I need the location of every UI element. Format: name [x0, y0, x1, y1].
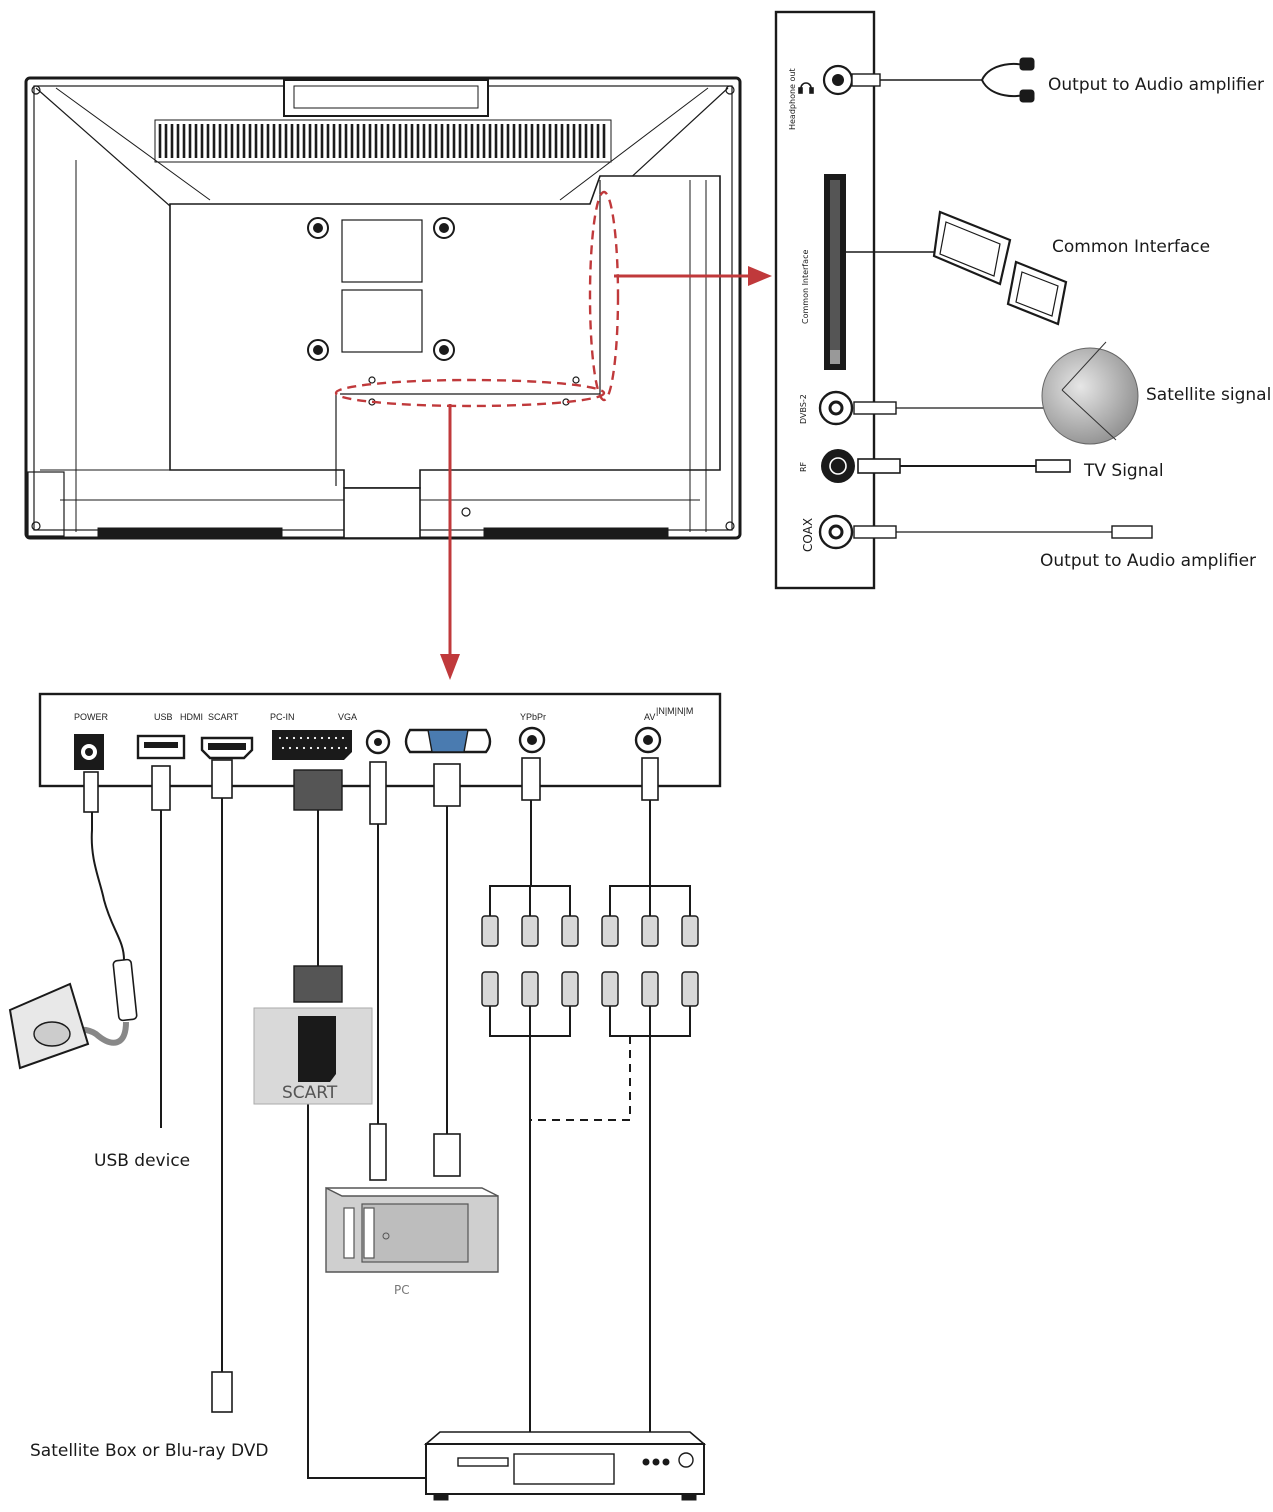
callout-common-interface: Common Interface — [1052, 237, 1210, 257]
port-label-ypbpr: YPbPr — [520, 712, 546, 722]
arrows — [440, 266, 772, 680]
rca-plug — [681, 915, 699, 947]
headphone-icon — [798, 82, 814, 94]
rca-plug — [601, 915, 619, 947]
port-label-minim: |N|M|N|M — [656, 706, 693, 716]
wall-socket-icon — [8, 982, 90, 1070]
bottom-cables — [8, 757, 691, 1479]
ci-module-icon — [932, 210, 1068, 326]
rca-plug — [521, 915, 539, 947]
top-vent-slots — [158, 124, 606, 158]
highlight-dashes — [334, 190, 620, 408]
port-label-scart: SCART — [208, 712, 239, 722]
scart-port — [272, 730, 352, 760]
rca-plugs — [481, 915, 699, 1007]
player-label: Satellite Box or Blu-ray DVD — [30, 1441, 269, 1461]
pc-label: PC — [394, 1283, 410, 1297]
rca-plug — [481, 915, 499, 947]
callout-headphone-out: Output to Audio amplifier — [1048, 75, 1264, 95]
callout-tv-signal: TV Signal — [1083, 461, 1164, 481]
rca-plug — [521, 971, 539, 1007]
port-label-hdmi: HDMI — [180, 712, 203, 722]
port-label-usb: USB — [154, 712, 173, 722]
port-label-rf: RF — [799, 461, 808, 472]
side-connector-panel — [774, 10, 876, 590]
bottom-connector-panel — [38, 692, 722, 788]
rca-plug — [561, 971, 579, 1007]
port-label-power: POWER — [74, 712, 109, 722]
scart-device-icon — [253, 1007, 373, 1105]
pc-icon — [325, 1186, 499, 1273]
port-label-coax: COAX — [801, 518, 815, 552]
usb-device-label: USB device — [94, 1151, 190, 1171]
port-label-av: AV — [644, 712, 655, 722]
port-label-headphone: Headphone out — [788, 68, 797, 130]
rca-plug — [561, 915, 579, 947]
port-label-dvbs2: DVBS-2 — [799, 394, 808, 424]
port-label-ci: Common Interface — [801, 250, 810, 324]
dvd-player-icon — [423, 1431, 707, 1501]
tv-back-illustration — [24, 76, 742, 540]
rca-plug — [641, 971, 659, 1007]
rf-jack — [821, 449, 855, 483]
satellite-dish-icon — [1041, 341, 1139, 445]
side-cables — [846, 57, 1153, 539]
callout-coax-out: Output to Audio amplifier — [1040, 551, 1256, 571]
rca-plug — [481, 971, 499, 1007]
callout-satellite: Satellite signal — [1146, 385, 1271, 405]
port-label-vga: VGA — [338, 712, 357, 722]
port-label-pcin: PC-IN — [270, 712, 295, 722]
rca-plug — [681, 971, 699, 1007]
scart-device-label: SCART — [282, 1083, 338, 1103]
rca-plug — [641, 915, 659, 947]
rca-plug — [601, 971, 619, 1007]
